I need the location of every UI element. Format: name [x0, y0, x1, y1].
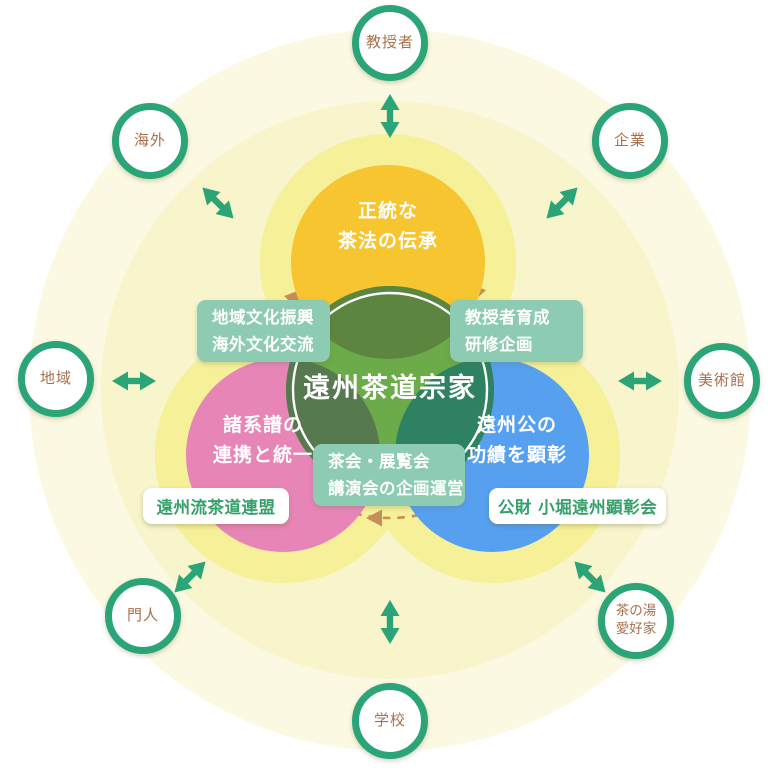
- federation-badge: 遠州流茶道連盟: [143, 488, 289, 524]
- center-title: 遠州茶道宗家: [303, 373, 477, 404]
- satellite-museums: 美術館: [684, 343, 760, 419]
- satellite-schools-label: 学校: [373, 711, 406, 730]
- satellite-instructors: 教授者: [352, 5, 428, 81]
- tradition-circle-label: 正統な 茶法の伝承: [288, 196, 488, 256]
- achievements-label-line1: 遠州公の: [476, 414, 557, 436]
- satellite-region: 地域: [18, 341, 94, 417]
- satellite-tea-lovers: 茶の湯 愛好家: [598, 583, 674, 659]
- tradition-label-line2: 茶法の伝承: [337, 230, 438, 252]
- satellite-museums-label: 美術館: [697, 371, 746, 390]
- activity-culture-line2: 海外文化交流: [212, 335, 314, 354]
- satellite-region-label: 地域: [39, 369, 72, 388]
- activity-box-events: 茶会・展覧会 講演会の企画運営: [313, 444, 465, 506]
- satellite-overseas: 海外: [112, 103, 188, 179]
- activity-training-line1: 教授者育成: [465, 308, 550, 327]
- activity-box-training: 教授者育成 研修企画: [450, 300, 583, 362]
- activity-box-culture: 地域文化振興 海外文化交流: [197, 300, 330, 362]
- activity-events-line2: 講演会の企画運営: [328, 479, 464, 498]
- activity-events-line1: 茶会・展覧会: [328, 452, 430, 471]
- satellite-disciples: 門人: [105, 578, 181, 654]
- overlap-blue-green: [395, 358, 494, 494]
- satellite-companies: 企業: [592, 103, 668, 179]
- satellite-disciples-label: 門人: [126, 606, 159, 625]
- overlap-yellow-green: [291, 286, 485, 359]
- satellite-tea-lovers-line1: 茶の湯: [615, 603, 657, 620]
- satellite-schools: 学校: [352, 683, 428, 759]
- satellite-overseas-label: 海外: [133, 131, 166, 150]
- satellite-companies-label: 企業: [613, 131, 646, 150]
- tradition-label-line1: 正統な: [357, 200, 418, 222]
- satellite-tea-lovers-line2: 愛好家: [615, 621, 657, 637]
- activity-culture-line1: 地域文化振興: [212, 308, 314, 327]
- lineages-label-line1: 諸系譜の: [222, 414, 303, 436]
- lineages-label-line2: 連携と統一: [212, 444, 313, 466]
- foundation-badge: 公財 小堀遠州顕彰会: [489, 488, 666, 524]
- lineages-circle-label: 諸系譜の 連携と統一: [163, 410, 363, 470]
- satellite-instructors-label: 教授者: [365, 33, 414, 52]
- achievements-label-line2: 功績を顕彰: [466, 444, 567, 466]
- activity-training-line2: 研修企画: [465, 335, 533, 354]
- achievements-circle-label: 遠州公の 功績を顕彰: [417, 410, 617, 470]
- overlap-pink-green: [286, 358, 380, 494]
